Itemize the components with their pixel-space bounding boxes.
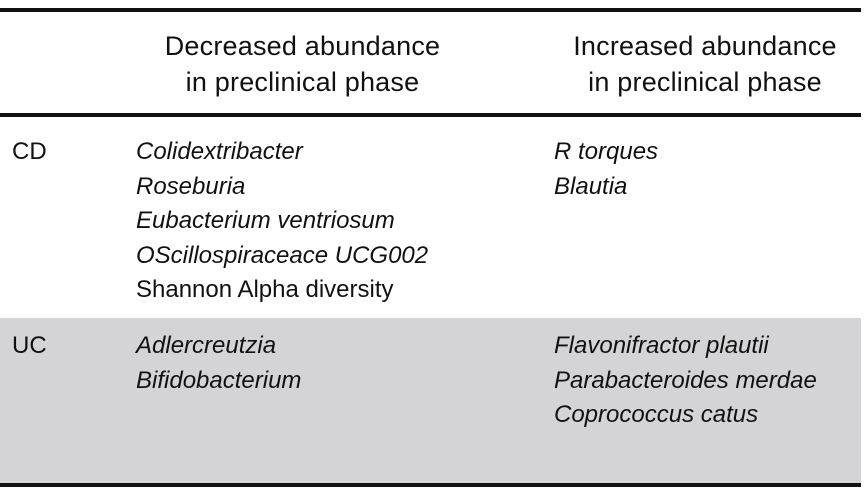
row-label-text: CD [12,138,47,165]
header-increased-abundance: Increased abundance in preclinical phase [548,28,862,100]
header-rule [0,113,861,117]
uc-increased-list: Flavonifractor plautii Parabacteroides m… [554,329,817,433]
header-text: in preclinical phase [588,67,822,97]
taxon-name: R torques [554,138,659,165]
uc-row-shading [0,318,861,483]
taxon-name: OScillospiraceace UCG002 [136,241,429,269]
header-decreased-abundance: Decreased abundance in preclinical phase [130,28,475,100]
taxon-name: Bifidobacterium [136,366,302,394]
row-label-text: UC [12,332,47,359]
taxon-name: Adlercreutzia [136,332,277,359]
header-text: Increased abundance [573,31,837,61]
taxon-name: Flavonifractor plautii [554,332,769,359]
header-text: in preclinical phase [185,67,420,97]
taxon-name: Colidextribacter [136,138,303,165]
row-label-cd: CD [12,135,47,170]
cd-increased-list: R torques Blautia [554,135,658,204]
row-label-uc: UC [12,329,47,364]
taxon-name: Roseburia [136,172,246,200]
taxon-name: Blautia [554,172,628,200]
diversity-measure: Shannon Alpha diversity [136,276,394,303]
taxon-name: Eubacterium ventriosum [136,207,395,234]
taxon-name: Coprococcus catus [554,401,759,428]
table-bottom-rule [0,483,861,487]
taxon-name: Parabacteroides merdae [554,366,817,394]
header-text: Decreased abundance [164,31,441,61]
cd-decreased-list: Colidextribacter Roseburia Eubacterium v… [136,135,428,308]
uc-decreased-list: Adlercreutzia Bifidobacterium [136,329,301,398]
table-top-rule [0,8,861,12]
